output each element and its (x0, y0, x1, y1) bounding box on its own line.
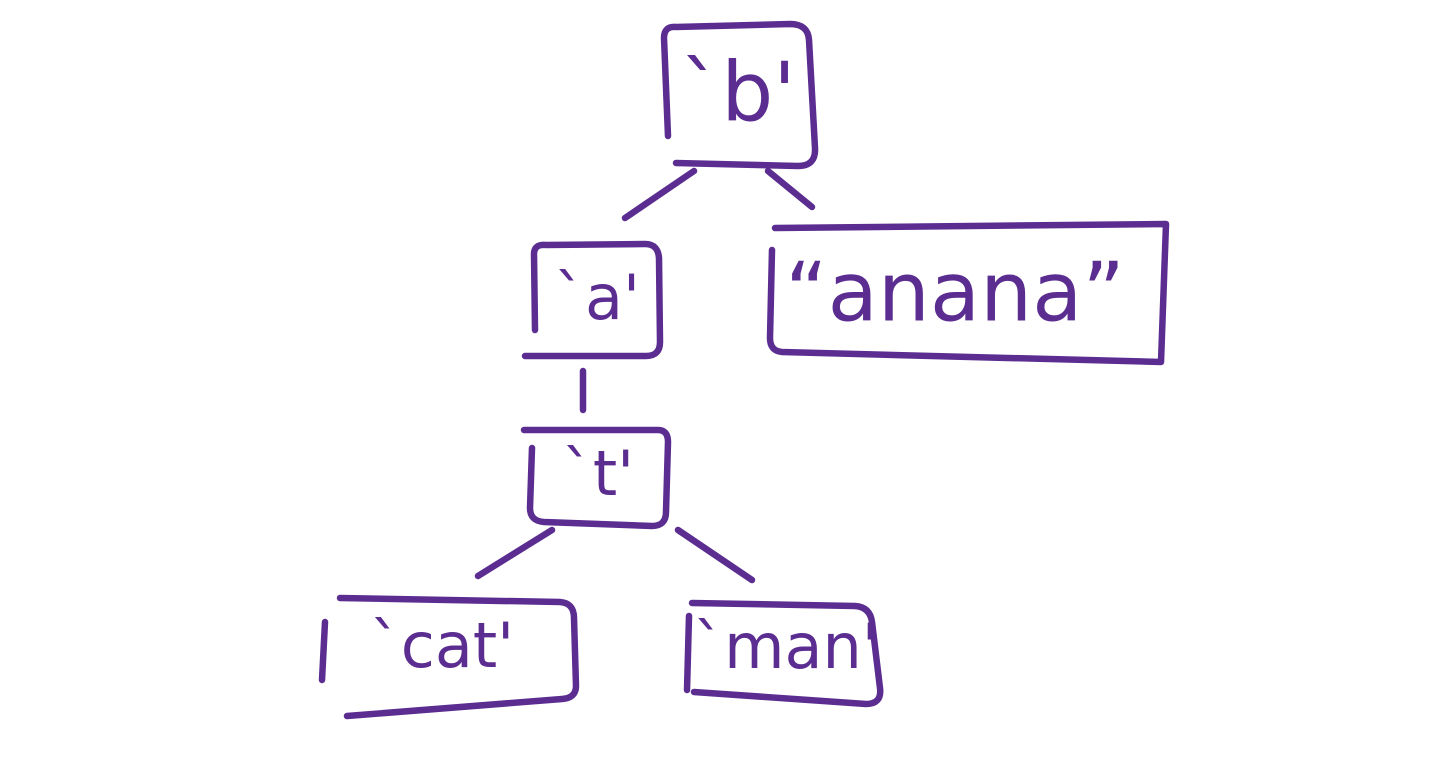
diagram-ink: `b' `a' “anana” `t' `cat' `man' (318, 20, 1170, 720)
node-t-box (520, 426, 672, 530)
node-t: `t' (520, 426, 672, 530)
leaf-anana: “anana” (766, 220, 1170, 366)
edge-b-to-a (621, 167, 698, 222)
node-a: `a' (521, 240, 664, 360)
node-b-label: `b' (680, 45, 796, 140)
node-t-label: `t' (562, 437, 634, 510)
edge-b-to-anana (764, 167, 816, 211)
leaf-man-label: `man' (693, 610, 879, 683)
leaf-cat-label: `cat' (370, 609, 514, 682)
leaf-man-box (688, 599, 884, 708)
leaf-anana-label: “anana” (785, 245, 1125, 340)
edge-t-to-cat (474, 526, 556, 580)
node-b-box (660, 20, 819, 170)
leaf-cat-box (336, 594, 580, 720)
leaf-anana-box (766, 220, 1170, 366)
node-a-label: `a' (554, 261, 640, 334)
node-b: `b' (660, 20, 819, 170)
leaf-man: `man' (683, 599, 884, 708)
edge-t-to-man (674, 526, 756, 584)
leaf-man-box-left-stroke (683, 612, 693, 694)
node-a-box (521, 240, 664, 360)
leaf-cat: `cat' (318, 594, 580, 720)
leaf-cat-box-left-stroke (318, 618, 329, 684)
